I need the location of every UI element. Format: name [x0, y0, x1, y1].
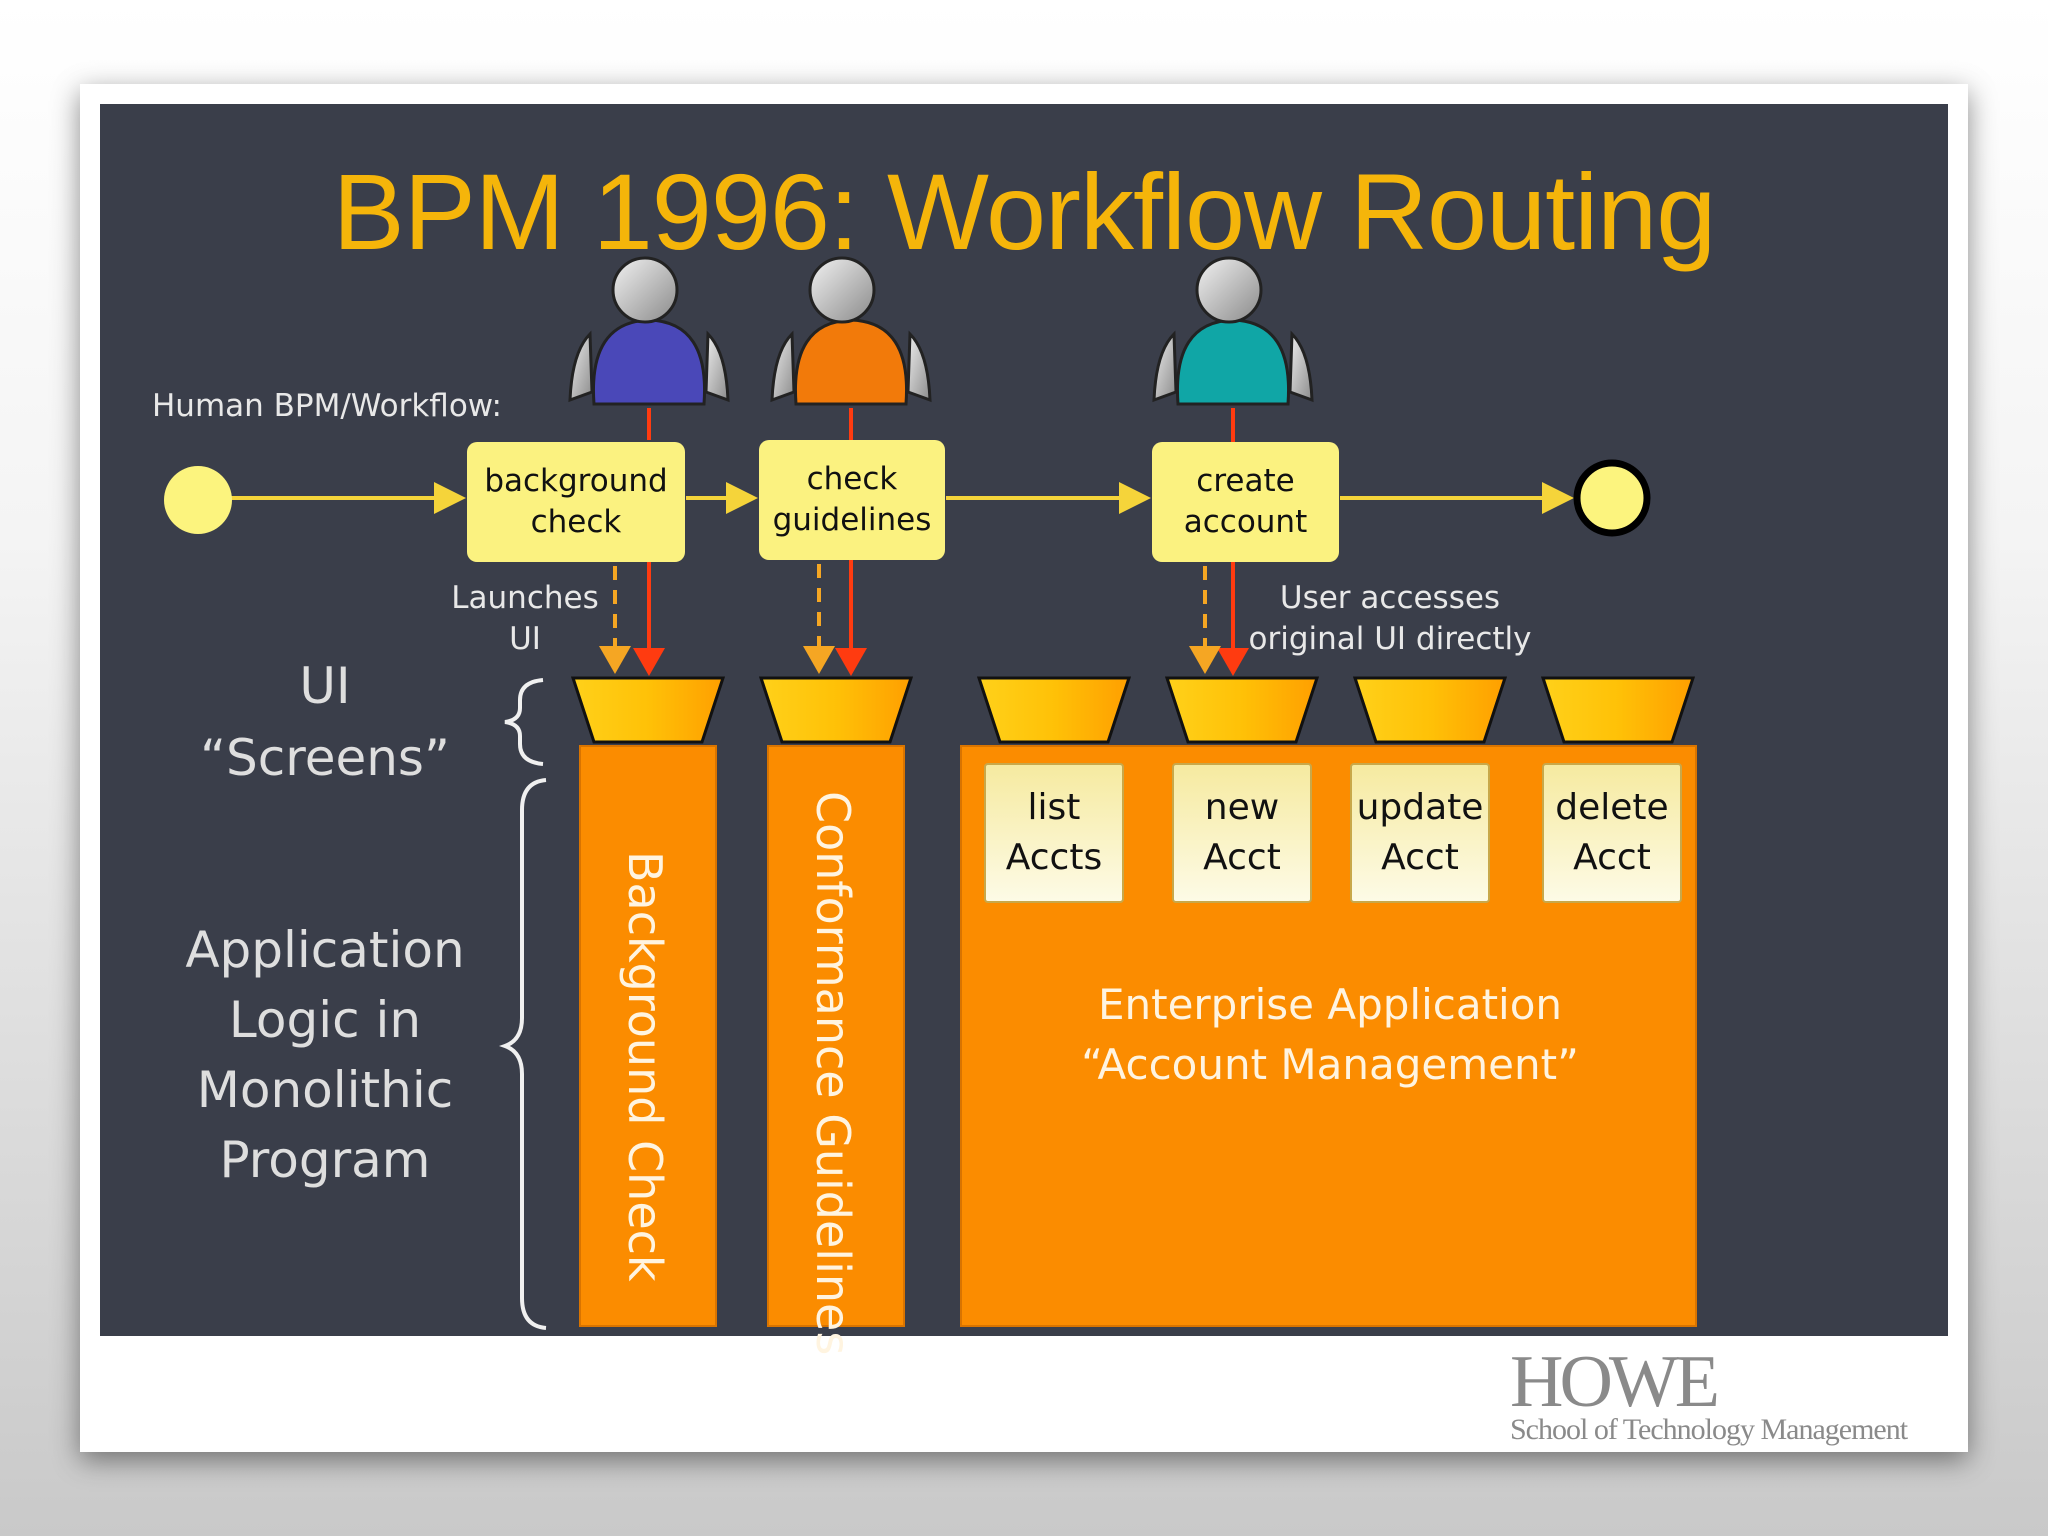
- person-icon: [1152, 256, 1314, 406]
- screen-funnel: [570, 676, 726, 744]
- screen-new-acct[interactable]: new Acct: [1172, 763, 1312, 903]
- person-body: [793, 318, 909, 406]
- program-background-check: Background Check: [579, 745, 717, 1327]
- task-check-guidelines[interactable]: check guidelines: [759, 440, 945, 560]
- screen-funnel: [976, 676, 1132, 744]
- program-label: Background Check: [618, 851, 672, 1282]
- slide-title: BPM 1996: Workflow Routing: [332, 151, 1717, 272]
- person-icon: [770, 256, 932, 406]
- person-body: [591, 318, 707, 406]
- program-label: Conformance Guidelines: [806, 791, 860, 1356]
- logo-subtitle: School of Technology Management: [1510, 1413, 1908, 1446]
- start-event: [164, 466, 232, 534]
- howe-logo: HOWE School of Technology Management: [1510, 1341, 1908, 1447]
- human-bpm-label: Human BPM/Workflow:: [152, 388, 502, 424]
- user-accesses-label: User accesses original UI directly: [1248, 580, 1532, 657]
- screen-funnel: [758, 676, 914, 744]
- task-create-account[interactable]: create account: [1152, 442, 1339, 562]
- brace-app-logic: [499, 778, 547, 1330]
- brace-ui-screens: [504, 678, 544, 766]
- end-event: [1573, 459, 1651, 537]
- enterprise-application-label: Enterprise Application “Account Manageme…: [960, 975, 1700, 1095]
- enterprise-application-title: Enterprise Application: [1097, 980, 1563, 1029]
- ui-screens-label: UI “Screens”: [200, 657, 450, 787]
- person-body: [1175, 318, 1291, 406]
- screen-funnel: [1352, 676, 1508, 744]
- ui-screens: [570, 676, 1696, 744]
- screen-funnel: [1164, 676, 1320, 744]
- screen-funnel: [1540, 676, 1696, 744]
- enterprise-application-subtitle: “Account Management”: [1081, 1040, 1579, 1089]
- person-icon: [568, 256, 730, 406]
- screen-delete-acct[interactable]: delete Acct: [1542, 763, 1682, 903]
- task-background-check[interactable]: background check: [467, 442, 685, 562]
- launches-ui-label: Launches UI: [451, 580, 599, 657]
- program-conformance-guidelines: Conformance Guidelines: [767, 745, 905, 1355]
- screen-list-accts[interactable]: list Accts: [984, 763, 1124, 903]
- application-logic-label: Application Logic in Monolithic Program: [185, 921, 465, 1189]
- screen-update-acct[interactable]: update Acct: [1350, 763, 1490, 903]
- logo-name: HOWE: [1510, 1341, 1720, 1423]
